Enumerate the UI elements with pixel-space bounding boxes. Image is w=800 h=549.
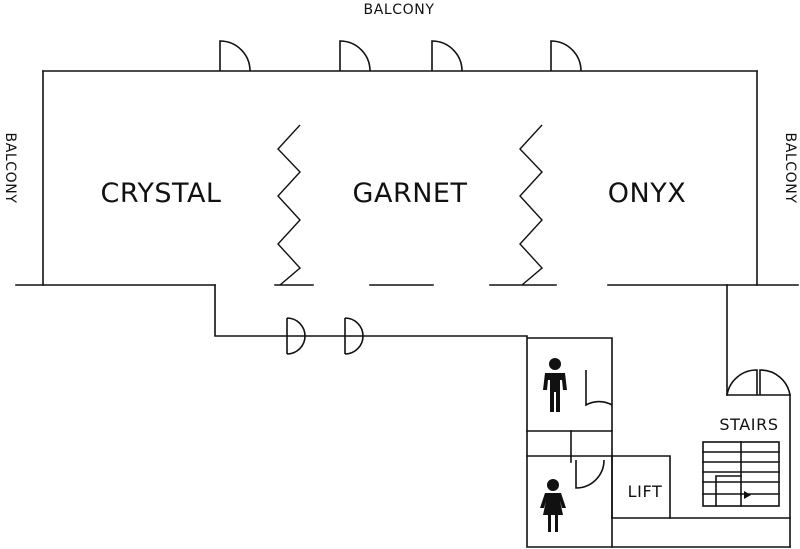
room-label-garnet: GARNET: [353, 178, 468, 209]
balcony-label-right: BALCONY: [782, 132, 798, 203]
corridor-doors: [286, 317, 364, 355]
lift: [611, 455, 671, 519]
folding-partition-right: [519, 124, 544, 286]
stairwell-doors: [726, 369, 791, 396]
lift-label: LIFT: [628, 482, 663, 501]
restroom-doors: [575, 370, 613, 489]
balcony-label-left: BALCONY: [2, 132, 18, 203]
male-restroom-icon: [543, 358, 567, 412]
folding-partition-left: [277, 124, 302, 286]
corridor-walls: [214, 284, 791, 548]
balcony-label-top: BALCONY: [363, 2, 434, 18]
female-restroom-icon: [540, 479, 566, 532]
room-label-onyx: ONYX: [608, 178, 686, 209]
stairs-label: STAIRS: [719, 415, 778, 434]
staircase: [702, 441, 780, 507]
balcony-doors: [219, 40, 582, 72]
room-label-crystal: CRYSTAL: [101, 178, 222, 209]
restroom-walls: [526, 430, 613, 463]
main-hall-walls: [15, 70, 799, 286]
